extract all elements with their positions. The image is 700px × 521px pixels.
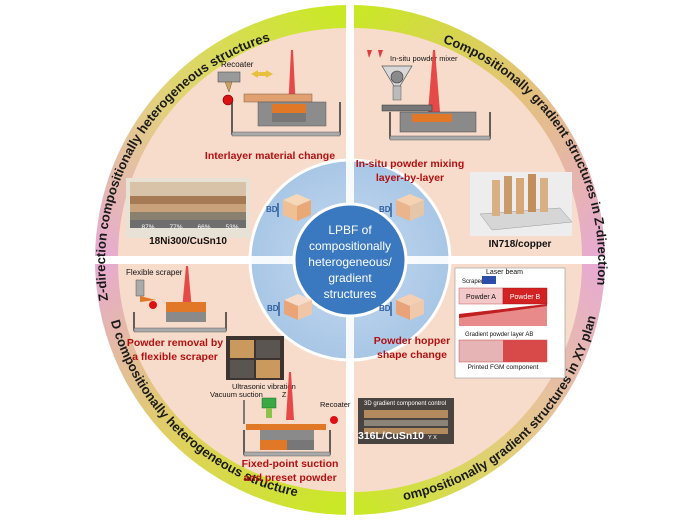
- core-line-5: structures: [324, 287, 377, 301]
- q3-sample-photo: [226, 336, 284, 380]
- q4-sample-label: 316L/CuSn10: [358, 430, 424, 442]
- q1-sample-photo: 87% 77% 66% 53% 18Ni300/CuSn10: [126, 178, 250, 247]
- suction-nozzle-icon: [261, 397, 277, 409]
- q3-ultrasonic-label: Ultrasonic vibration: [232, 382, 296, 391]
- q2-sample-photo: IN718/copper: [470, 172, 573, 250]
- core-line-2: compositionally: [309, 239, 391, 253]
- core-line-3: heterogeneous/: [308, 255, 392, 269]
- laser-beam-icon-2: [428, 50, 440, 112]
- q3-caption-line-2: a flexible scraper: [132, 351, 218, 363]
- q3-caption-line-4: and preset powder: [243, 472, 336, 484]
- svg-text:BD: BD: [267, 304, 279, 313]
- q4-photo-title: 3D gradient component control: [364, 401, 446, 407]
- q4-printed-label: Printed FGM component: [468, 364, 539, 371]
- q1-schematic: Recoater Interlayer material change: [205, 50, 341, 162]
- bd-cube-top-right: BD: [379, 194, 424, 221]
- q1-pct-3: 66%: [197, 224, 210, 231]
- q3-caption-line-3: Fixed-point suction: [242, 458, 339, 470]
- q4-laser-label: Laser beam: [486, 269, 523, 276]
- q2-schematic: In-situ powder mixer In-situ powder mixi…: [356, 50, 491, 184]
- q4-powder-b: Powder B: [510, 294, 541, 301]
- q1-pct-1: 87%: [141, 224, 154, 231]
- bd-cube-bottom-left: BD: [267, 294, 312, 320]
- q4-gradient-label: Gradient powder layer AB: [465, 332, 533, 338]
- core-circle: [292, 202, 408, 318]
- q1-pct-4: 53%: [225, 224, 238, 231]
- bd-cube-bottom-right: BD: [379, 294, 424, 320]
- core-line-1: LPBF of: [328, 223, 372, 237]
- q2-caption-line-2: layer-by-layer: [376, 172, 444, 184]
- q3-vacuum-label: Vacuum suction: [210, 390, 263, 399]
- q3-schematic-suction: Ultrasonic vibration Vacuum suction Z Re…: [210, 372, 351, 484]
- q3-schematic-scraper: Flexible scraper Powder removal by a fle…: [126, 266, 227, 363]
- q3-z-label: Z: [282, 392, 287, 399]
- q2-mixer-label: In-situ powder mixer: [390, 54, 458, 63]
- q1-sample-label: 18Ni300/CuSn10: [149, 236, 227, 247]
- q4-scraper-label: Scraper: [462, 279, 483, 285]
- svg-text:BD: BD: [266, 205, 278, 214]
- q1-recoater-label: Recoater: [221, 60, 254, 69]
- q2-caption-line-1: In-situ powder mixing: [356, 158, 465, 170]
- mixer-icon: [390, 70, 404, 84]
- q4-axes-label: Y X: [428, 435, 437, 441]
- q1-pct-2: 77%: [169, 224, 182, 231]
- q4-powder-a: Powder A: [466, 294, 496, 301]
- laser-head-icon: [482, 276, 496, 284]
- core-line-4: gradient: [328, 271, 372, 285]
- svg-text:BD: BD: [379, 205, 391, 214]
- q4-schematic: Laser beam Scraper Powder A Powder B Gra…: [374, 267, 566, 379]
- svg-text:BD: BD: [379, 304, 391, 313]
- bd-cube-top-left: BD: [266, 194, 311, 221]
- q2-sample-label: IN718/copper: [489, 239, 552, 250]
- q3-scraper-label: Flexible scraper: [126, 268, 183, 277]
- q4-caption-line-1: Powder hopper: [374, 335, 450, 347]
- q4-caption-line-2: shape change: [377, 349, 447, 361]
- q3-caption-line-1: Powder removal by: [127, 337, 223, 349]
- q3-recoater-label: Recoater: [320, 400, 351, 409]
- q4-sample-photo: 3D gradient component control 316L/CuSn1…: [358, 398, 454, 444]
- q1-caption: Interlayer material change: [205, 150, 335, 162]
